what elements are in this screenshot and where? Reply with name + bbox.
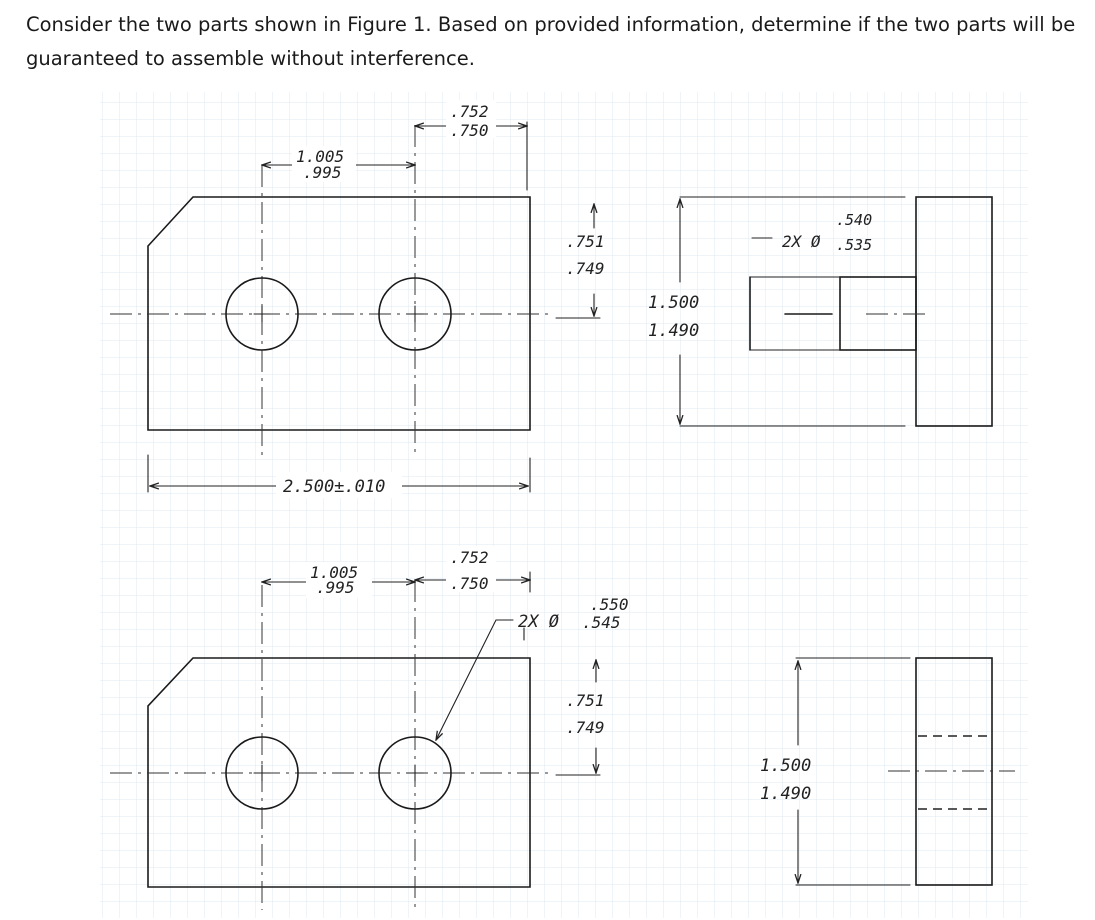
part2-edge-to-hole-upper: .752 [450,548,489,567]
part1-side-view: 1.500 1.490 2X Ø .540 .535 [648,196,993,427]
part2-front-view [110,580,548,910]
part1-right-cross-mark [406,305,424,323]
question-text: Consider the two parts shown in Figure 1… [26,13,1076,70]
part2-left-hole-circle [225,736,299,810]
part1-pin-prefix: 2X Ø [782,232,821,251]
part2-hole-spacing-lower: .995 [316,578,355,597]
part1-pin-dia-upper: .540 [836,211,872,229]
part2-side-view: 1.500 1.490 [760,657,1015,886]
part2-height-lower: 1.490 [760,784,811,804]
part1-height-upper: 1.500 [648,293,699,313]
part1-left-cross-mark [253,305,271,323]
part2-edge-label-bg [446,546,496,592]
part2-dimensions: 1.005 .995 .752 .750 2X Ø .550 .545 .751… [262,546,629,776]
part1-pin-dia-lower: .535 [836,236,872,254]
part1-height-lower: 1.490 [648,321,699,341]
part1-dimensions: 1.005 .995 .752 .750 .751 .749 2.500±.01… [147,100,605,498]
part2-hole-dia-lower: .545 [582,613,621,632]
part1-edge-to-hole-upper: .752 [450,102,489,121]
part2-left-cross-mark [253,764,271,782]
part1-edge-to-hole-lower: .750 [450,121,489,140]
part1-front-view [110,125,548,455]
part1-hole-height-upper: .751 [566,232,605,251]
part2-height-upper: 1.500 [760,756,811,776]
part2-right-hole-circle [378,736,452,810]
part1-hole-spacing-label-bg [292,146,356,182]
part2-edge-to-hole-lower: .750 [450,574,489,593]
part1-overall-length: 2.500±.010 [283,477,385,497]
part2-hole-spacing-upper: 1.005 [310,563,358,582]
part1-edge-label-bg [446,100,496,138]
part1-right-pin-circle [378,277,452,351]
part2-hole-prefix: 2X Ø [518,612,559,632]
part2-outline [147,657,531,888]
part1-outline [147,196,531,431]
part1-hole-spacing-upper: 1.005 [296,147,344,166]
part2-hole-dia-upper: .550 [590,595,629,614]
part1-hole-height-lower: .749 [566,259,605,278]
part2-hole-leader [436,619,514,740]
graph-paper-grid [100,92,1028,918]
part2-hole-height-lower: .749 [566,718,605,737]
part2-hole-spacing-label-bg [306,562,372,598]
part2-hole-height-upper: .751 [566,691,605,710]
part1-length-label-bg [276,472,402,498]
part1-hole-spacing-lower: .995 [303,163,342,182]
part2-right-cross-mark [406,764,424,782]
part1-left-pin-circle [225,277,299,351]
